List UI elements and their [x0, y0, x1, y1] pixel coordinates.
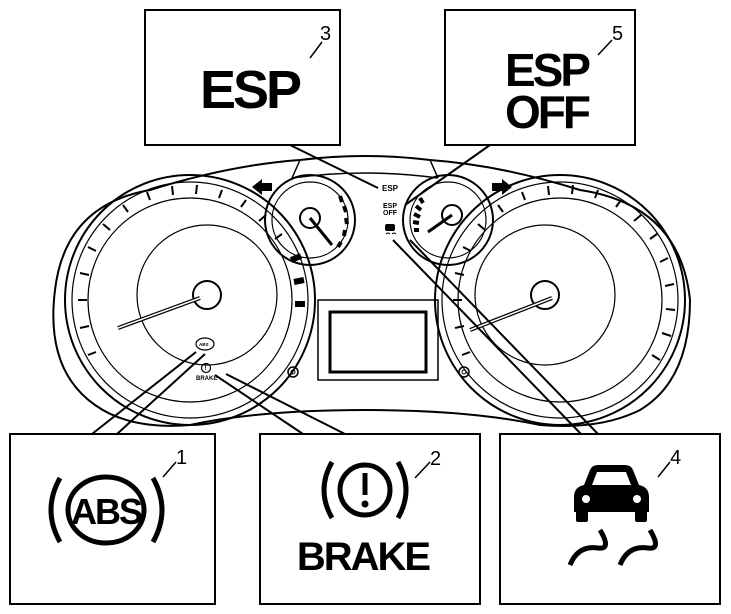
traction-control-icon [567, 465, 658, 567]
cluster-esp-off-indicator-line1: ESP [383, 203, 397, 210]
callout-esp: ESP 3 [144, 9, 341, 146]
callout-brake-label: BRAKE [297, 535, 431, 579]
instrument-cluster [52, 155, 692, 427]
callout-esp-label: ESP [200, 60, 301, 120]
callout-traction-number: 4 [670, 447, 681, 469]
callout-abs-label: ABS [71, 491, 142, 532]
cluster-esp-indicator: ESP [382, 184, 399, 193]
cluster-traction-icon [385, 224, 397, 235]
cluster-brake-indicator: ! BRAKE [196, 362, 217, 382]
callout-esp-off-label-line1: ESP [505, 44, 590, 96]
cluster-abs-indicator: ABS [195, 337, 215, 351]
brake-left-bracket-icon [321, 460, 335, 520]
speedometer-ticks [453, 184, 676, 361]
brake-ring-icon [337, 462, 393, 518]
callout-abs-number: 1 [176, 447, 187, 469]
callout-brake: BRAKE 2 [259, 433, 481, 605]
cluster-housing [52, 155, 692, 427]
speedometer-gauge [434, 174, 686, 426]
tachometer-ticks [78, 184, 305, 356]
tachometer-gauge [64, 174, 316, 426]
callout-esp-off-number: 5 [612, 23, 623, 45]
fuel-gauge [264, 174, 356, 266]
abs-left-bracket-icon [48, 476, 63, 544]
svg-text:!: ! [205, 366, 207, 372]
callout-esp-off: ESP OFF 5 [444, 9, 636, 146]
cluster-esp-off-indicator-line2: OFF [383, 210, 398, 217]
leader-lines [91, 144, 599, 435]
callout-traction: 4 [499, 433, 721, 605]
callout-esp-off-label-line2: OFF [505, 86, 590, 138]
temperature-gauge [402, 174, 494, 266]
abs-ring-icon [65, 474, 147, 546]
right-turn-signal-icon [492, 179, 512, 195]
callout-abs: ABS 1 [9, 433, 216, 605]
abs-right-bracket-icon [150, 476, 165, 544]
cluster-indicators: ESP ESP OFF ABS ! BRAKE [195, 184, 399, 382]
brake-right-bracket-icon [395, 460, 409, 520]
callout-brake-number: 2 [430, 448, 441, 470]
callout-esp-number: 3 [320, 23, 331, 45]
center-display [287, 299, 470, 381]
svg-text:ABS: ABS [199, 342, 209, 347]
svg-text:BRAKE: BRAKE [196, 376, 217, 382]
left-turn-signal-icon [252, 179, 272, 195]
